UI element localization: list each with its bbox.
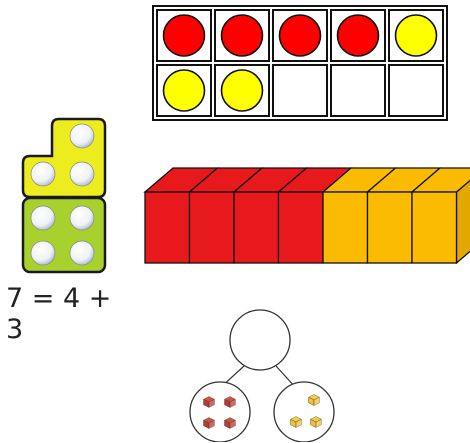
ten-frame-cell [273,65,327,116]
numicon-3-and-4 [18,116,108,276]
red-cube [190,192,235,263]
part-whole-diagram [186,308,346,442]
orange-cube [368,192,413,263]
red-cube [234,192,279,263]
ten-frame-cell [331,65,385,116]
ten-frame [152,5,448,121]
numicon-hole [70,241,94,265]
right-part-circle [274,382,334,442]
numicon-hole [70,162,94,186]
numicon-hole [31,162,55,186]
cube-train-svg [143,166,470,264]
orange-cube [323,192,368,263]
ten-frame-cell [389,65,443,116]
numicon-hole [31,206,55,230]
cube-train [143,166,470,264]
yellow-counter [164,70,205,111]
red-counter [338,15,379,56]
numicon-hole [70,206,94,230]
red-counter [164,15,205,56]
numicon-hole [31,241,55,265]
left-part-circle [190,382,250,442]
numicon-hole [70,124,94,148]
part-whole-model [186,308,346,442]
whole-circle [230,310,290,370]
orange-cube [412,192,457,263]
red-cube [145,192,190,263]
ten-frame-grid [152,5,448,121]
red-cube [279,192,324,263]
equation-text: 7 = 4 + 3 [6,283,136,345]
yellow-counter [222,70,263,111]
red-counter [222,15,263,56]
numicon-shapes [18,116,108,276]
yellow-counter [396,15,437,56]
red-counter [280,15,321,56]
